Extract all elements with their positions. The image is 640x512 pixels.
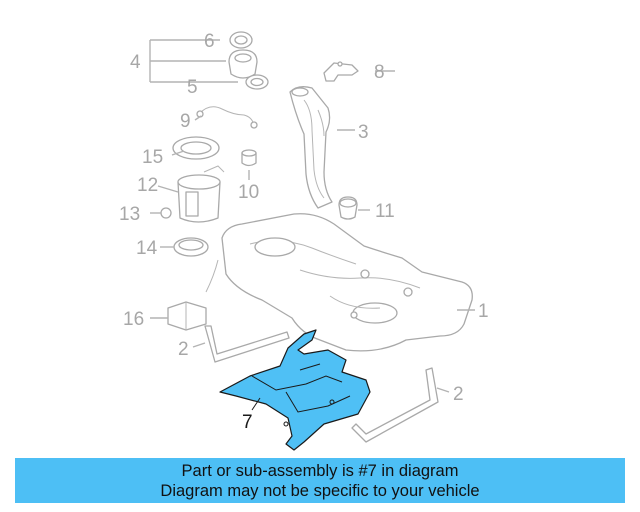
callout-8: 8 [374,62,385,83]
part-8-bracket [323,61,359,82]
callout-2-left: 2 [178,339,189,360]
part-7-heat-shield [219,329,371,451]
part-2-strap-right [351,367,439,443]
part-12-pump-module [177,165,225,223]
part-4-grommet [228,49,258,79]
callout-2-right: 2 [453,384,464,405]
banner-line-2: Diagram may not be specific to your vehi… [160,481,480,500]
part-16-sensor [167,301,207,331]
leader-lines [149,39,475,411]
callout-14: 14 [136,238,158,259]
part-6-cap [229,31,253,49]
callout-4: 4 [130,52,141,73]
part-9-hose [196,106,258,129]
banner-line-1: Part or sub-assembly is #7 in diagram [181,461,459,480]
callout-7: 7 [242,412,253,433]
callout-16: 16 [123,309,144,330]
part-3-filler-neck [289,86,333,209]
callout-15: 15 [142,147,163,168]
callout-10: 10 [238,182,259,203]
callout-6: 6 [204,31,215,52]
part-15-gasket [172,136,220,160]
part-10-plug [241,149,257,167]
callout-1: 1 [478,301,489,322]
callout-9: 9 [180,111,191,132]
part-1-fuel-tank [205,213,473,352]
part-13-fitting [160,207,172,219]
part-11-cap [338,196,358,220]
parts-diagram: 6 4 5 8 9 3 15 10 12 13 11 14 1 16 2 2 7 [119,31,489,451]
callout-12: 12 [137,175,158,196]
callout-3: 3 [358,122,369,143]
part-5-ring [245,74,269,90]
callout-5: 5 [187,77,198,98]
info-banner: Part or sub-assembly is #7 in diagram Di… [15,458,625,503]
callout-11: 11 [375,201,395,222]
part-14-lock-ring [173,237,209,257]
part-2-strap-left [204,325,290,363]
callout-13: 13 [119,204,140,225]
